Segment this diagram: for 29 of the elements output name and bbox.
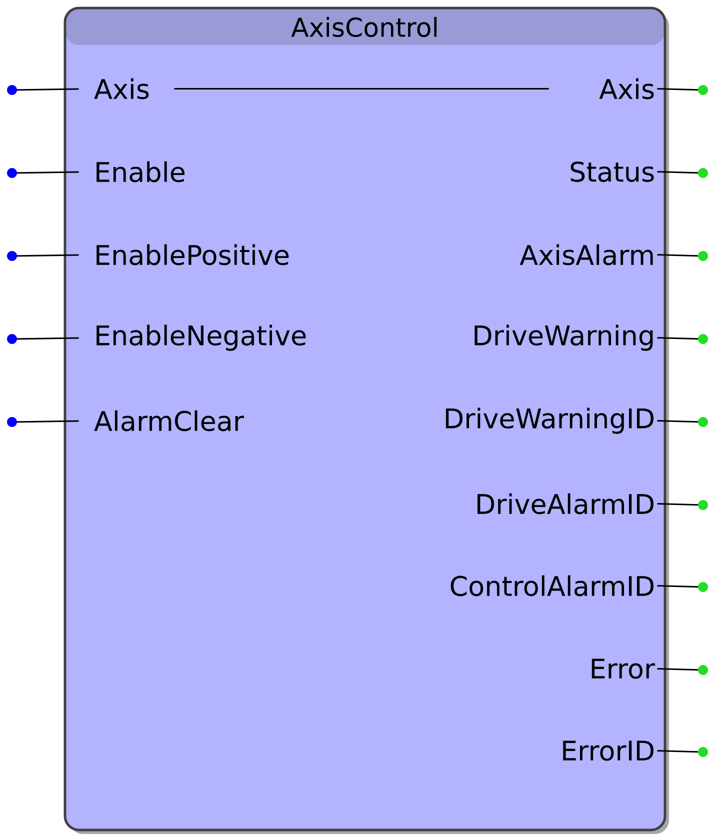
output-pin <box>657 85 708 95</box>
output-pin <box>657 500 708 510</box>
input-pin-label: Axis <box>94 78 149 100</box>
input-pin <box>7 417 79 427</box>
input-pin-label: EnablePositive <box>96 244 289 266</box>
output-pin <box>657 334 708 344</box>
output-pin-label: AxisAlarm <box>520 244 653 266</box>
output-pin <box>657 417 708 427</box>
output-pin-label: DriveWarningID <box>446 408 654 434</box>
input-pin-label: AlarmClear <box>94 410 244 432</box>
output-pin-label: DriveWarning <box>474 324 653 351</box>
output-pin-label: Status <box>570 162 654 182</box>
input-pin <box>7 251 79 261</box>
output-pin <box>657 582 708 592</box>
output-pin-label: ControlAlarmID <box>450 575 654 596</box>
output-pin-label: ErrorID <box>563 740 654 761</box>
output-pin-label: Error <box>592 658 656 679</box>
input-pin-label: Enable <box>96 161 185 182</box>
output-pin <box>657 251 708 261</box>
connection-line <box>174 88 549 90</box>
output-pin <box>657 747 708 757</box>
input-pin-label: EnableNegative <box>96 324 306 351</box>
output-pin-label: DriveAlarmID <box>478 493 654 514</box>
output-pin <box>657 665 708 675</box>
input-pin <box>7 168 79 178</box>
output-pin-label: Axis <box>599 78 654 100</box>
input-pin <box>7 334 79 344</box>
output-pin <box>657 168 708 178</box>
input-pin <box>7 85 79 95</box>
